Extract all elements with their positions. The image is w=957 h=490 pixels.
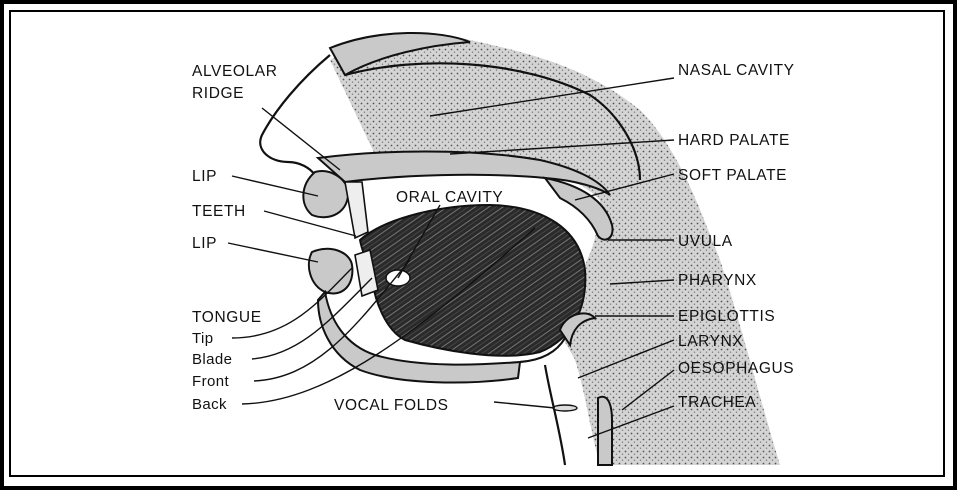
label-alveolar-ridge-line2: RIDGE: [192, 85, 244, 102]
label-pharynx: PHARYNX: [678, 272, 757, 289]
leader-alveolar-ridge: [262, 108, 340, 170]
leader-vocal-folds: [494, 402, 555, 408]
lower-lip-shape: [309, 249, 353, 294]
label-oesophagus: OESOPHAGUS: [678, 360, 794, 377]
label-lip-upper: LIP: [192, 168, 217, 185]
label-vocal-folds: VOCAL FOLDS: [334, 397, 449, 414]
label-uvula: UVULA: [678, 233, 733, 250]
label-lip-lower: LIP: [192, 235, 217, 252]
larynx-wall: [520, 338, 565, 465]
leader-teeth: [264, 211, 356, 236]
label-alveolar-ridge-line1: ALVEOLAR: [192, 63, 278, 80]
label-oral-cavity: ORAL CAVITY: [396, 189, 503, 206]
label-soft-palate: SOFT PALATE: [678, 167, 787, 184]
label-tongue: TONGUE: [192, 309, 262, 326]
label-nasal-cavity: NASAL CAVITY: [678, 62, 795, 79]
vocal-folds-shape: [553, 405, 577, 411]
label-front: Front: [192, 373, 229, 390]
label-blade: Blade: [192, 351, 232, 368]
label-tip: Tip: [192, 330, 213, 347]
leader-lip-lower: [228, 243, 318, 262]
label-hard-palate: HARD PALATE: [678, 132, 790, 149]
label-back: Back: [192, 396, 227, 413]
label-teeth: TEETH: [192, 203, 246, 220]
label-larynx: LARYNX: [678, 333, 743, 350]
oesophagus-wall: [598, 397, 612, 465]
label-epiglottis: EPIGLOTTIS: [678, 308, 775, 325]
upper-teeth: [345, 182, 368, 238]
label-trachea: TRACHEA: [678, 394, 756, 411]
